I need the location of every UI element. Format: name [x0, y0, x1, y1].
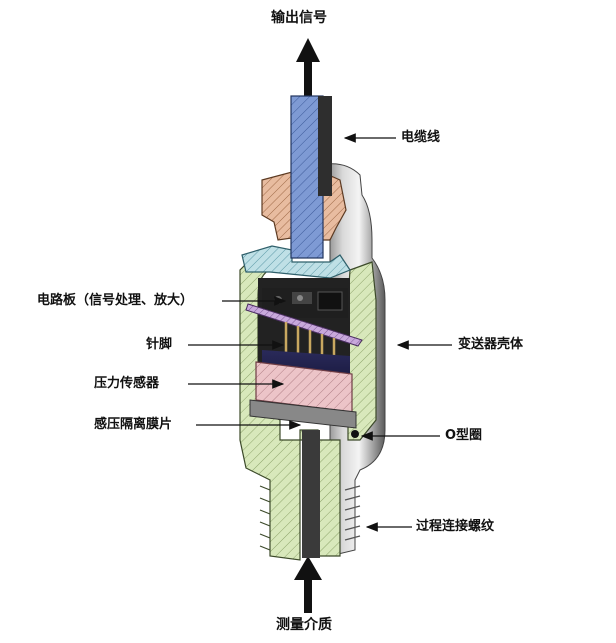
label-pressure-sensor: 压力传感器	[94, 376, 160, 391]
input-arrow	[294, 556, 322, 613]
label-measured-medium: 测量介质	[276, 617, 332, 633]
label-transmitter-housing: 变送器壳体	[458, 337, 524, 352]
label-isolation-diaphragm: 感压隔离膜片	[94, 417, 173, 432]
pressure-sensor	[249, 350, 357, 429]
o-ring	[351, 430, 359, 438]
label-cable: 电缆线	[401, 130, 441, 145]
label-o-ring: O型圈	[445, 428, 483, 443]
label-circuit-board: 电路板（信号处理、放大）	[37, 293, 194, 308]
label-process-thread: 过程连接螺纹	[416, 519, 495, 534]
thread-left	[259, 485, 271, 551]
cable-jacket	[318, 96, 332, 196]
label-output-signal: 输出信号	[271, 10, 327, 26]
label-pins: 针脚	[146, 337, 173, 352]
cable-gland	[261, 171, 293, 241]
pressure-port	[302, 430, 320, 558]
gland-cap	[241, 245, 351, 279]
output-arrow	[296, 38, 320, 98]
leaders	[188, 133, 452, 532]
